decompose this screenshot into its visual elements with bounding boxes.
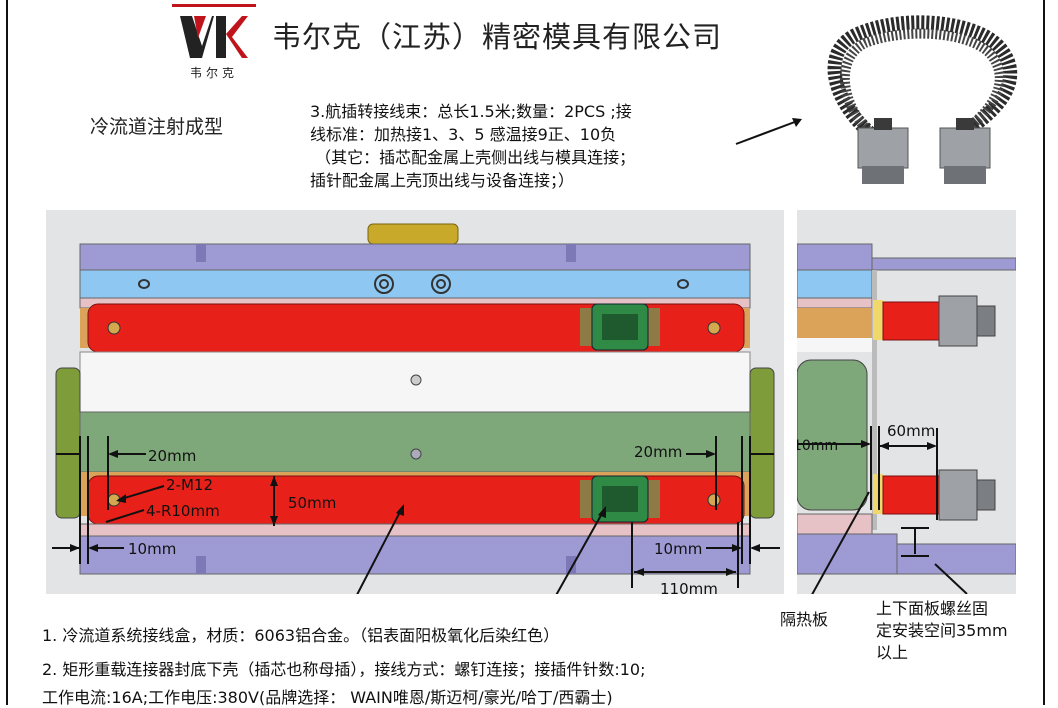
note-2-continued: 工作电流:16A;工作电压:380V(品牌选择： WAIN唯恩/斯迈柯/豪光/哈… — [42, 688, 613, 707]
frame-left-border — [6, 0, 8, 705]
dim-20mm-right: 20mm — [634, 443, 682, 461]
dim-10mm-left: 10mm — [128, 540, 176, 558]
label-mount-space: 上下面板螺丝固 定安装空间35mm 以上 — [876, 599, 1008, 662]
logo-subtext: 韦尔克 — [189, 66, 238, 80]
note-3-harness: 3.航插转接线束：总长1.5米;数量：2PCS ;接 线标准：加热接1、3、5 … — [310, 102, 636, 190]
page-subtitle: 冷流道注射成型 — [90, 116, 224, 138]
dim-50mm: 50mm — [288, 494, 336, 512]
dim-110mm: 110mm — [660, 580, 718, 594]
dim-10mm-side: 10mm — [797, 438, 838, 454]
company-name: 韦尔克（江苏）精密模具有限公司 — [272, 20, 723, 54]
dim-60mm: 60mm — [887, 422, 935, 440]
frame-right-border — [1043, 0, 1045, 705]
logo-red-bar — [172, 4, 256, 7]
label-2-m12: 2-M12 — [166, 476, 213, 494]
cad-side-view: 10mm 60mm — [797, 210, 1016, 594]
cad-front-view: 20mm 20mm 2-M12 4-R10mm 50mm 10mm 10mm 1… — [46, 210, 784, 594]
arrow-to-cable-icon — [735, 118, 802, 145]
company-logo: 韦尔克 — [172, 4, 256, 80]
note-2: 2. 矩形重载连接器封底下壳（插芯也称母插），接线方式：螺钉连接；接插件针数:1… — [42, 660, 646, 679]
note-1: 1. 冷流道系统接线盒，材质：6063铝合金。（铝表面阳极氧化后染红色） — [42, 626, 560, 645]
label-4-r10: 4-R10mm — [146, 502, 220, 520]
dim-20mm-left: 20mm — [148, 447, 196, 465]
label-insulation-plate: 隔热板 — [780, 610, 829, 629]
logo-mark-icon — [180, 16, 248, 58]
dim-10mm-right: 10mm — [654, 540, 702, 558]
cable-harness-image — [827, 15, 1018, 184]
